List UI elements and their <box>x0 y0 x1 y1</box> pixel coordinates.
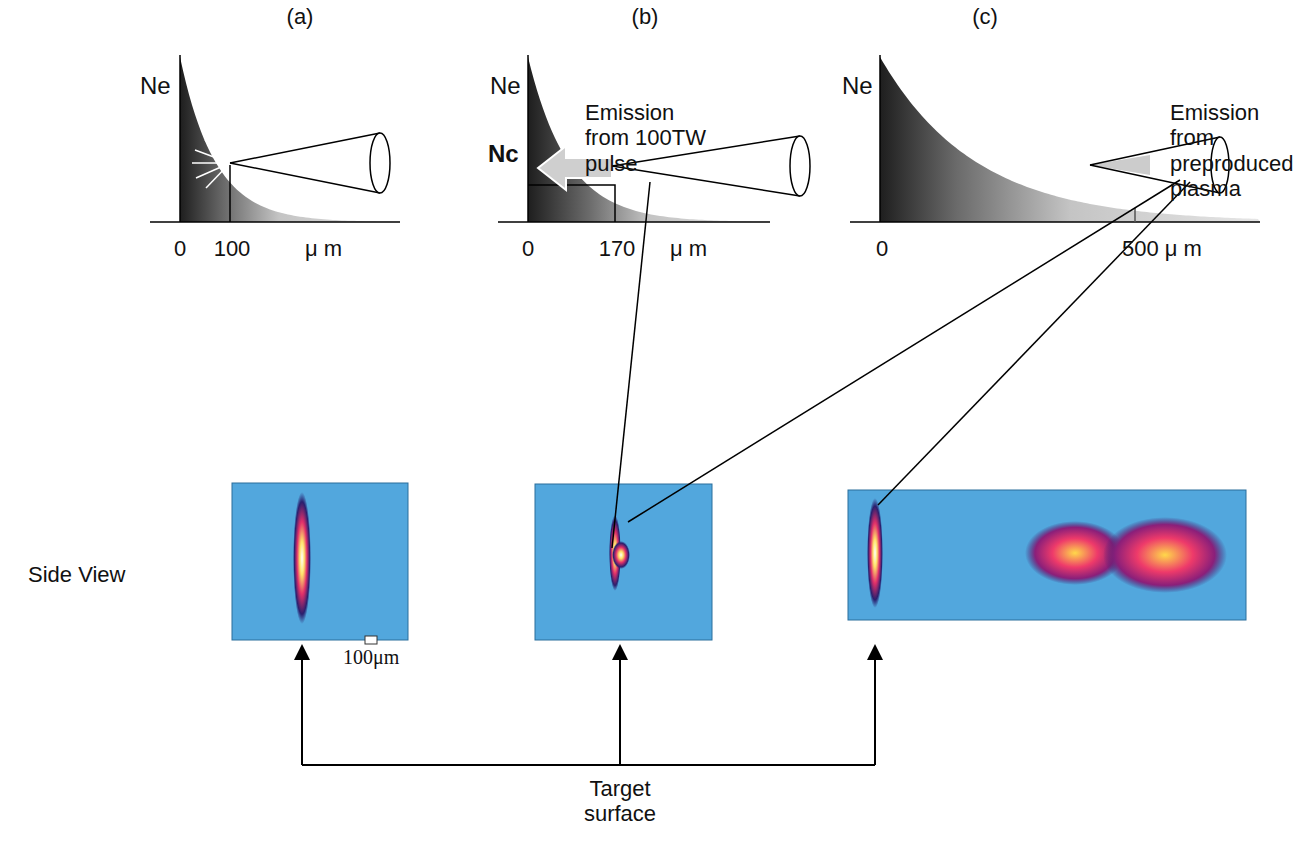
axis <box>850 221 1260 223</box>
unit-label: μ m <box>670 236 707 261</box>
side-view-image <box>848 490 1246 620</box>
critical-density-line <box>528 185 615 222</box>
tick-label: 100 <box>214 236 251 261</box>
unit-label: 500 μ m <box>1122 236 1202 261</box>
scatter-rays <box>192 140 230 188</box>
callout-text: Emission from preproduced plasma <box>1170 100 1302 201</box>
panel-label: (a) <box>287 4 314 29</box>
scale-label: 100μm <box>343 646 399 669</box>
tick-label: 170 <box>599 236 636 261</box>
side-view-image <box>535 484 712 640</box>
axis-label: Ne <box>842 72 873 100</box>
bracket-label: Target surface <box>570 776 670 827</box>
axis <box>527 55 529 222</box>
tick-label: 0 <box>522 236 534 261</box>
panel-label: (b) <box>632 4 659 29</box>
axis-label: Ne <box>140 72 171 100</box>
axis-label: Nc <box>488 140 519 168</box>
row-label: Side View <box>28 562 125 587</box>
density-profile <box>180 57 400 222</box>
axis <box>879 55 881 222</box>
unit-label: μ m <box>305 236 342 261</box>
leader-line <box>612 180 1190 548</box>
callout-text: Emission from 100TW pulse <box>585 100 717 176</box>
laser-cone <box>230 133 390 193</box>
panel-label: (c) <box>972 4 998 29</box>
axis <box>150 221 400 223</box>
tick-label: 0 <box>174 236 186 261</box>
side-view-image <box>232 483 408 644</box>
axis <box>179 55 181 222</box>
tick-label: 0 <box>876 236 888 261</box>
target-bracket <box>302 652 875 765</box>
axis-label: Ne <box>490 72 521 100</box>
axis <box>498 221 770 223</box>
critical-line <box>229 165 231 222</box>
tick <box>1134 208 1136 222</box>
